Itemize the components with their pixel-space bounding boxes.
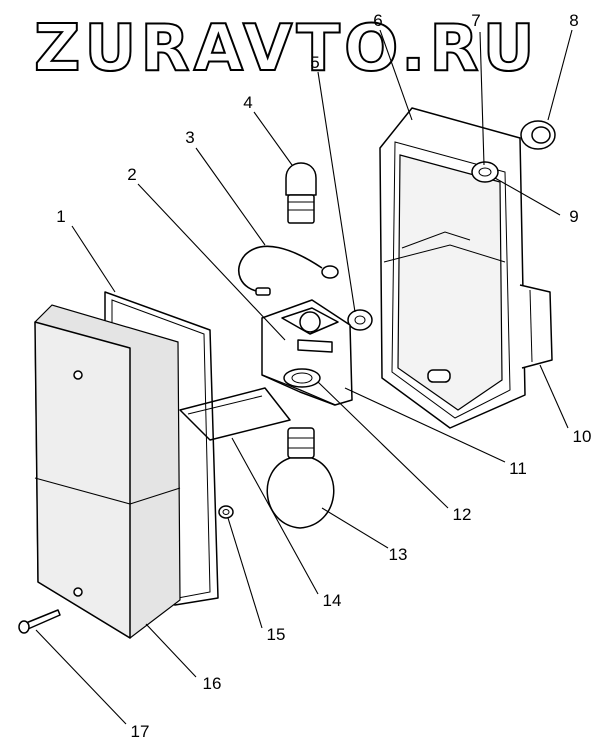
part-small-bulb (285, 162, 317, 224)
callout-8: 8 (569, 11, 578, 30)
part-washer (347, 309, 373, 331)
callout-12: 12 (453, 505, 472, 524)
callout-11: 11 (509, 459, 527, 478)
part-screw (18, 609, 61, 634)
callout-5: 5 (310, 53, 319, 72)
part-lens (34, 304, 181, 639)
callout-7: 7 (471, 11, 480, 30)
callout-16: 16 (203, 674, 222, 693)
part-small-nut (218, 505, 234, 519)
part-plate (179, 387, 291, 441)
part-housing (379, 107, 553, 429)
callout-6: 6 (373, 11, 382, 30)
callout-10: 10 (573, 427, 592, 446)
callouts: 1 2 3 4 5 6 7 8 9 10 11 12 13 14 15 16 1… (56, 11, 591, 741)
callout-14: 14 (323, 591, 342, 610)
callout-2: 2 (127, 165, 136, 184)
part-wire-lead (238, 245, 339, 296)
callout-13: 13 (389, 545, 408, 564)
part-large-bulb (266, 427, 335, 529)
part-nut (471, 161, 499, 183)
callout-15: 15 (267, 625, 286, 644)
callout-1: 1 (56, 207, 65, 226)
leader-lines (35, 29, 573, 725)
part-grommet (520, 120, 556, 150)
callout-9: 9 (569, 207, 578, 226)
watermark-text: ZURAVTO.RU (34, 12, 539, 86)
callout-17: 17 (131, 722, 150, 741)
part-bulb-holder (261, 299, 353, 406)
callout-3: 3 (185, 128, 194, 147)
callout-4: 4 (243, 93, 252, 112)
